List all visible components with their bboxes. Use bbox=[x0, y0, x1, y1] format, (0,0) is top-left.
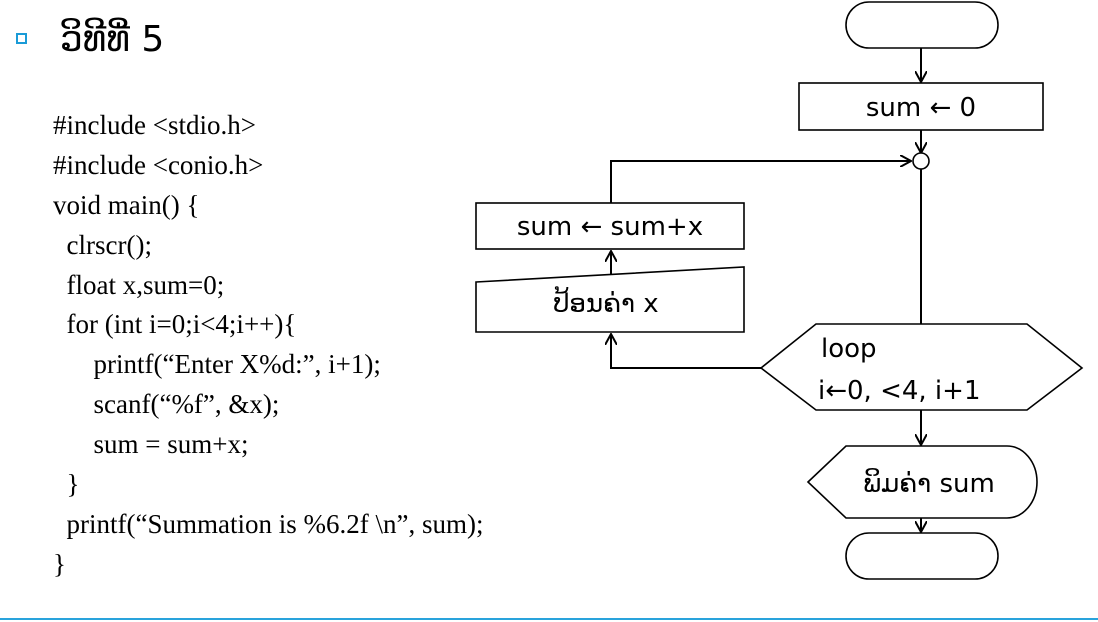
arrow-loop-to-input bbox=[611, 334, 761, 369]
update-process-label: sum ← sum+x bbox=[517, 212, 703, 242]
arrow-loop-return bbox=[610, 161, 911, 203]
code-line: #include <stdio.h> bbox=[53, 110, 256, 140]
init-process-box bbox=[798, 82, 1044, 131]
code-line: } bbox=[53, 469, 80, 500]
code-line: for (int i=0;i<4;i++){ bbox=[53, 309, 297, 340]
code-line: clrscr(); bbox=[53, 229, 152, 260]
input-manual-label: ປ້ອນຄ່າ x bbox=[553, 284, 658, 319]
end-terminator bbox=[845, 532, 999, 580]
init-process-label: sum ← 0 bbox=[866, 93, 976, 123]
loop-hexagon bbox=[759, 323, 1084, 411]
code-line: sum = sum+x; bbox=[53, 429, 249, 460]
code-line: void main() { bbox=[53, 189, 200, 220]
input-manual-box bbox=[475, 266, 745, 333]
code-line: printf(“Summation is %6.2f \n”, sum); bbox=[53, 508, 484, 539]
code-line: } bbox=[53, 548, 66, 579]
code-listing: #include <stdio.h> #include <conio.h> vo… bbox=[53, 106, 483, 585]
code-line: scanf(“%f”, &x); bbox=[53, 389, 280, 420]
bullet-square-icon bbox=[16, 33, 27, 44]
start-terminator bbox=[845, 1, 999, 49]
code-line: printf(“Enter X%d:”, i+1); bbox=[53, 349, 381, 380]
junction-connector bbox=[912, 152, 930, 170]
bottom-divider bbox=[0, 618, 1098, 620]
update-process-box bbox=[475, 202, 745, 250]
output-display-label: ພິມຄ່າ sum bbox=[863, 468, 995, 499]
output-display-shape bbox=[806, 445, 1038, 519]
loop-label-line2: i←0, <4, i+1 bbox=[818, 376, 981, 406]
code-line: float x,sum=0; bbox=[53, 269, 225, 300]
loop-label-line1: loop bbox=[821, 334, 877, 364]
code-line: #include <conio.h> bbox=[53, 149, 264, 180]
slide-title: ວິທີທີ່ 5 bbox=[60, 19, 165, 60]
